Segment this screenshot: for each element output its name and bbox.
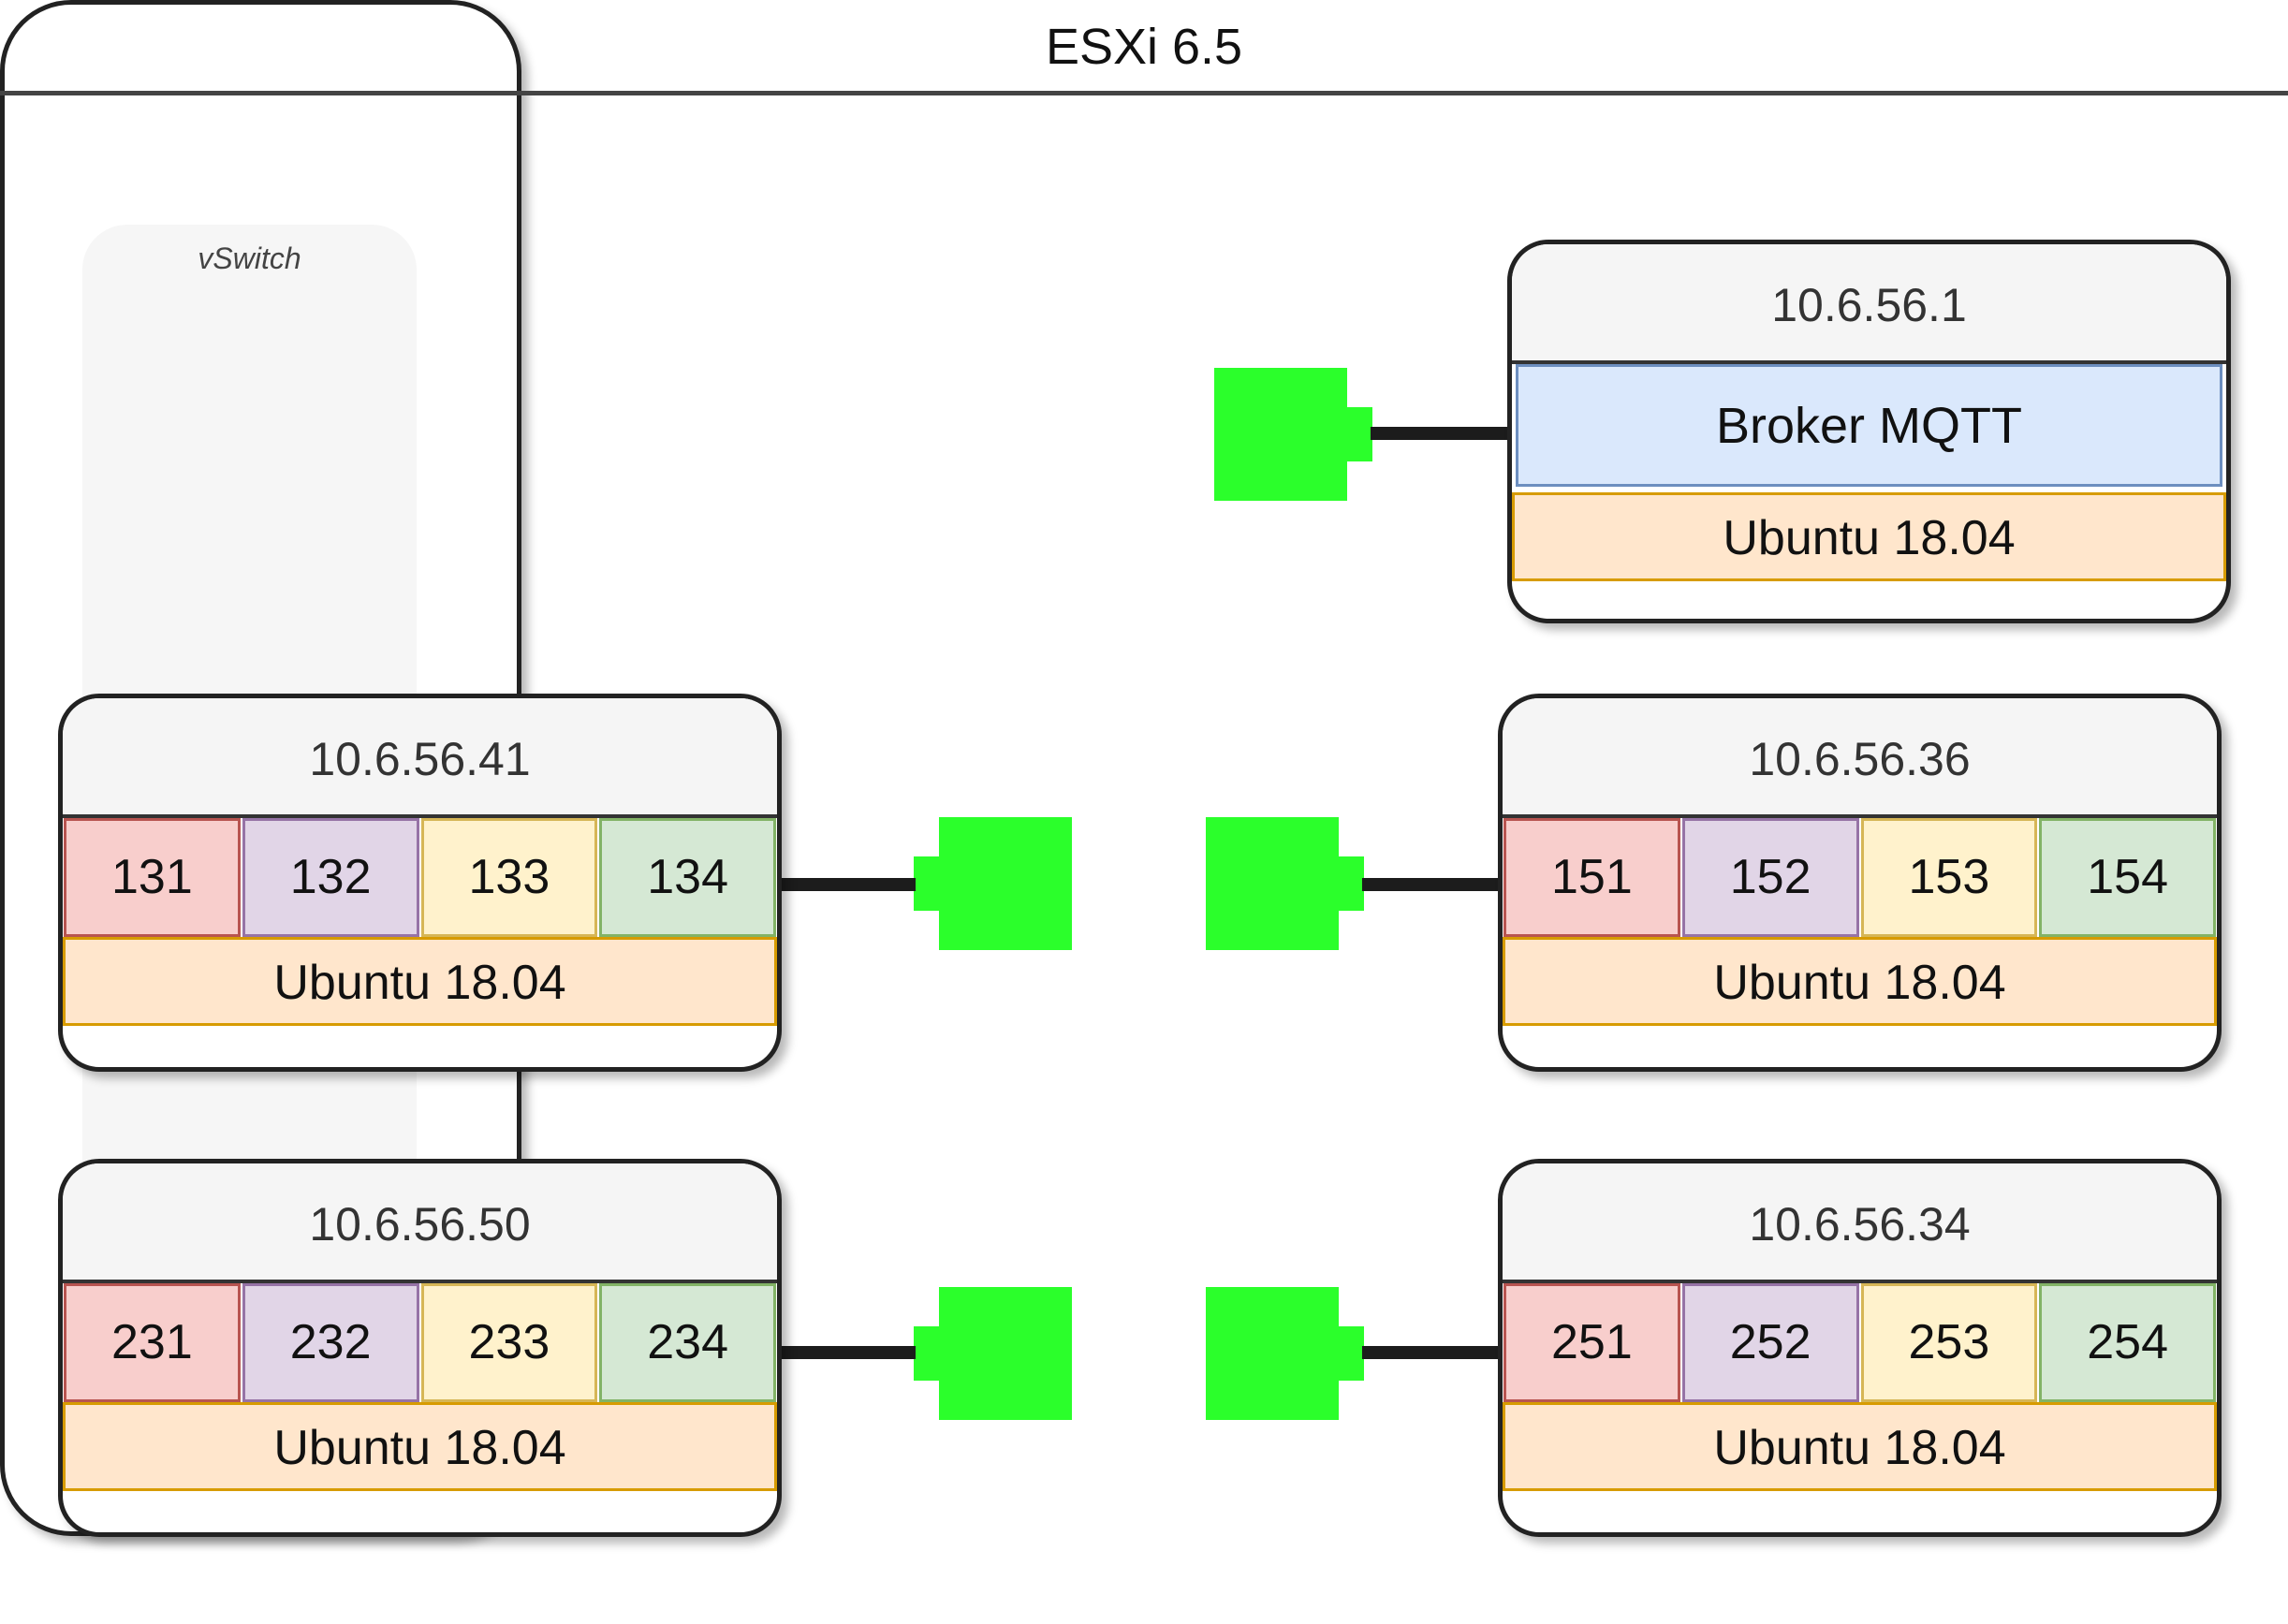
vm-ip-label: 10.6.56.36 (1503, 698, 2217, 818)
vswitch-label: vSwitch (198, 241, 301, 275)
cable-right-upper (1362, 878, 1503, 891)
port-broker (1214, 368, 1372, 501)
vm-ip-label: 10.6.56.41 (63, 698, 777, 818)
container-cell: 151 (1503, 818, 1680, 937)
vm-card: 10.6.56.41 131 132 133 134 Ubuntu 18.04 (58, 694, 782, 1072)
broker-service: Broker MQTT (1516, 364, 2222, 487)
cable-left-upper (775, 878, 916, 891)
container-cell: 234 (599, 1283, 776, 1402)
container-cell: 252 (1681, 1283, 1859, 1402)
container-cell: 132 (242, 818, 419, 937)
os-label: Ubuntu 18.04 (1503, 937, 2217, 1026)
vm-ip-label: 10.6.56.1 (1512, 244, 2226, 364)
os-label: Ubuntu 18.04 (1503, 1402, 2217, 1491)
vm-card: 10.6.56.36 151 152 153 154 Ubuntu 18.04 (1498, 694, 2222, 1072)
container-cell: 134 (599, 818, 776, 937)
cable-left-lower (775, 1346, 916, 1359)
vm-ip-label: 10.6.56.34 (1503, 1163, 2217, 1283)
container-cell: 133 (420, 818, 598, 937)
container-cell: 254 (2039, 1283, 2216, 1402)
container-cell: 131 (64, 818, 241, 937)
vm-ip-label: 10.6.56.50 (63, 1163, 777, 1283)
container-cell: 231 (64, 1283, 241, 1402)
cable-right-lower (1362, 1346, 1503, 1359)
esxi-host-title: ESXi 6.5 (0, 0, 2288, 95)
port-left-upper (914, 817, 1072, 950)
cable-broker (1371, 427, 1511, 440)
vm-card: 10.6.56.50 231 232 233 234 Ubuntu 18.04 (58, 1159, 782, 1537)
container-cell: 153 (1860, 818, 2038, 937)
port-right-upper (1206, 817, 1364, 950)
container-cell: 154 (2039, 818, 2216, 937)
container-cell: 152 (1681, 818, 1859, 937)
os-label: Ubuntu 18.04 (63, 937, 777, 1026)
port-right-lower (1206, 1287, 1364, 1420)
container-cell: 233 (420, 1283, 598, 1402)
container-cell: 232 (242, 1283, 419, 1402)
vm-broker: 10.6.56.1 Broker MQTT Ubuntu 18.04 (1507, 240, 2231, 623)
os-label: Ubuntu 18.04 (1512, 492, 2226, 581)
port-left-lower (914, 1287, 1072, 1420)
container-cell: 251 (1503, 1283, 1680, 1402)
vm-card: 10.6.56.34 251 252 253 254 Ubuntu 18.04 (1498, 1159, 2222, 1537)
container-cell: 253 (1860, 1283, 2038, 1402)
os-label: Ubuntu 18.04 (63, 1402, 777, 1491)
